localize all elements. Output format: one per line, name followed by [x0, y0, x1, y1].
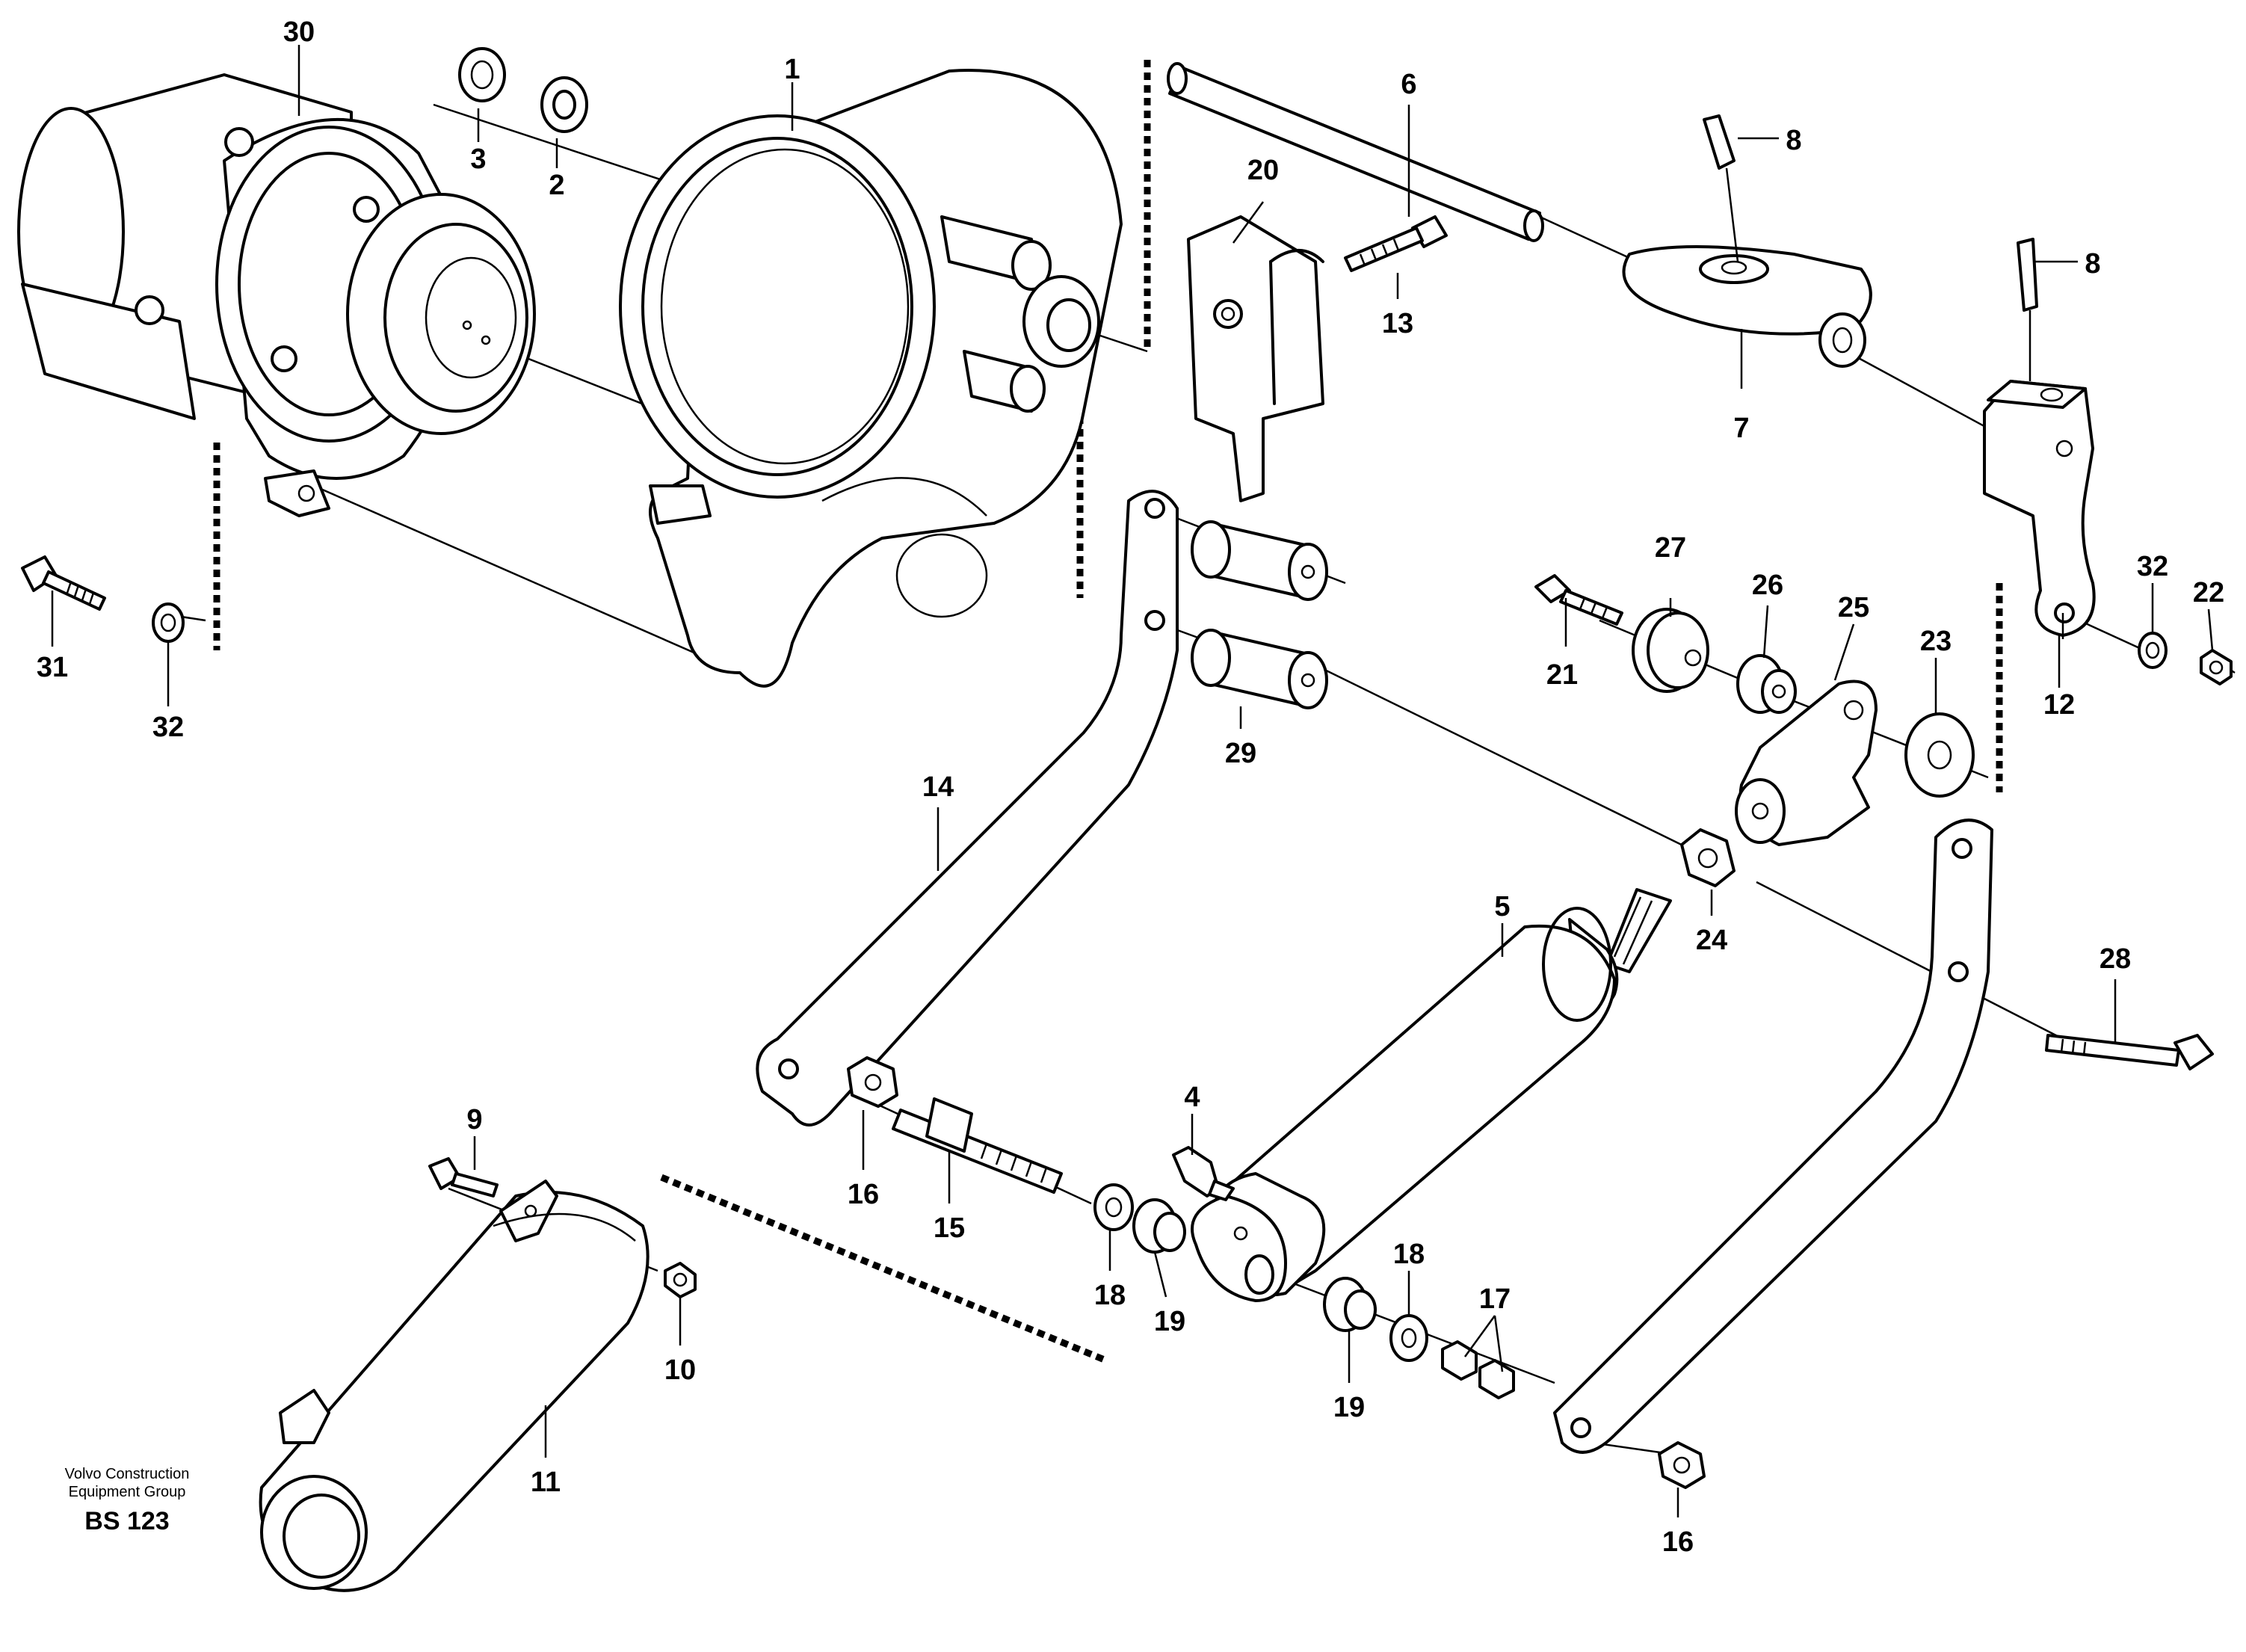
callout-8-upper: 8 — [1786, 125, 1801, 156]
part-7-lever — [1622, 245, 1872, 368]
callout-9: 9 — [466, 1104, 482, 1135]
part-28-bolt — [2045, 1034, 2214, 1070]
dashed-connectors — [213, 60, 2003, 1364]
callout-31: 31 — [37, 652, 68, 683]
callout-26: 26 — [1752, 570, 1783, 601]
callout-23: 23 — [1920, 626, 1952, 657]
callout-30: 30 — [283, 16, 315, 48]
callout-28: 28 — [2100, 943, 2131, 975]
part-12-lever-arm — [1983, 380, 2096, 637]
illustration-code: BS 123 — [84, 1507, 170, 1535]
callout-18-lower: 18 — [1393, 1239, 1425, 1270]
callout-leaders — [51, 45, 2214, 1517]
callout-19-lower: 19 — [1333, 1392, 1365, 1423]
callout-6: 6 — [1401, 69, 1416, 100]
part-3-washer — [458, 47, 506, 102]
callout-14: 14 — [922, 771, 954, 803]
part-23-washer — [1904, 712, 1975, 798]
part-32-washer-right — [2138, 632, 2168, 669]
part-32-washer-left — [152, 602, 185, 643]
callout-10: 10 — [664, 1354, 696, 1386]
callout-7: 7 — [1733, 413, 1749, 444]
part-6-rod — [1167, 62, 1544, 242]
callout-2: 2 — [549, 170, 564, 201]
callout-3: 3 — [470, 144, 486, 175]
callout-15: 15 — [934, 1212, 965, 1244]
publisher-name-line2: Equipment Group — [68, 1484, 186, 1500]
callout-12: 12 — [2043, 689, 2075, 721]
callout-8-right: 8 — [2085, 248, 2100, 280]
callout-1: 1 — [784, 54, 800, 85]
part-16-nut-left — [847, 1056, 898, 1108]
callout-5: 5 — [1494, 891, 1510, 922]
part-31-bolt — [21, 555, 106, 611]
part-30-starter-motor — [17, 73, 536, 517]
part-26-bushing — [1736, 654, 1797, 714]
callout-18-upper: 18 — [1094, 1280, 1126, 1311]
part-8-pin-upper — [1703, 114, 1739, 262]
callout-32-right: 32 — [2137, 551, 2168, 582]
callout-25: 25 — [1838, 592, 1869, 623]
part-15-adjuster — [892, 1097, 1063, 1194]
part-14-link — [756, 490, 1179, 1126]
part-25-clevis — [1735, 679, 1878, 846]
part-9-bolt — [428, 1157, 499, 1198]
callout-21: 21 — [1546, 659, 1578, 691]
callout-20: 20 — [1247, 155, 1279, 186]
part-29-spacer-lower — [1191, 629, 1328, 709]
part-21-bolt — [1534, 574, 1623, 626]
callout-13: 13 — [1382, 308, 1413, 339]
part-5-cylinder — [1191, 888, 1672, 1302]
callout-27: 27 — [1655, 532, 1686, 564]
part-20-bracket — [1187, 215, 1324, 502]
part-2-washer — [540, 76, 588, 133]
publisher-name-line1: Volvo Construction — [64, 1466, 190, 1482]
callout-32-left: 32 — [152, 712, 184, 743]
callout-29: 29 — [1225, 738, 1256, 769]
callout-16-right: 16 — [1662, 1526, 1694, 1558]
part-29-spacer-upper — [1191, 520, 1328, 601]
part-1-housing — [619, 69, 1123, 688]
callout-4: 4 — [1184, 1082, 1200, 1113]
callout-11: 11 — [531, 1467, 561, 1498]
part-17-nuts — [1441, 1340, 1515, 1399]
part-19-bushing-upper — [1132, 1198, 1186, 1254]
part-24-nut — [1680, 828, 1736, 887]
part-27-grommet — [1632, 608, 1709, 693]
callout-22: 22 — [2193, 577, 2224, 608]
part-22-nut — [2200, 649, 2233, 685]
callout-17: 17 — [1479, 1283, 1511, 1315]
part-13-bolt — [1344, 215, 1448, 272]
part-16-nut-right — [1658, 1441, 1706, 1489]
callout-19-upper: 19 — [1154, 1306, 1185, 1337]
part-10-nut — [664, 1262, 697, 1298]
part-18-washer-lower — [1389, 1314, 1428, 1362]
publisher-footer: Volvo Construction Equipment Group BS 12… — [45, 1465, 209, 1536]
part-4-grease-nipple — [1172, 1146, 1235, 1201]
part-right-link — [1553, 819, 1993, 1454]
part-19-bushing-lower — [1323, 1277, 1377, 1332]
part-8-pin-right — [2017, 238, 2038, 381]
callout-labels: 30 1 3 2 6 8 8 20 13 7 27 26 25 23 32 22… — [37, 16, 2224, 1558]
callout-16-left: 16 — [848, 1179, 879, 1210]
callout-24: 24 — [1696, 925, 1727, 956]
part-18-washer-upper — [1093, 1183, 1134, 1231]
part-11-clamp — [259, 1180, 650, 1592]
